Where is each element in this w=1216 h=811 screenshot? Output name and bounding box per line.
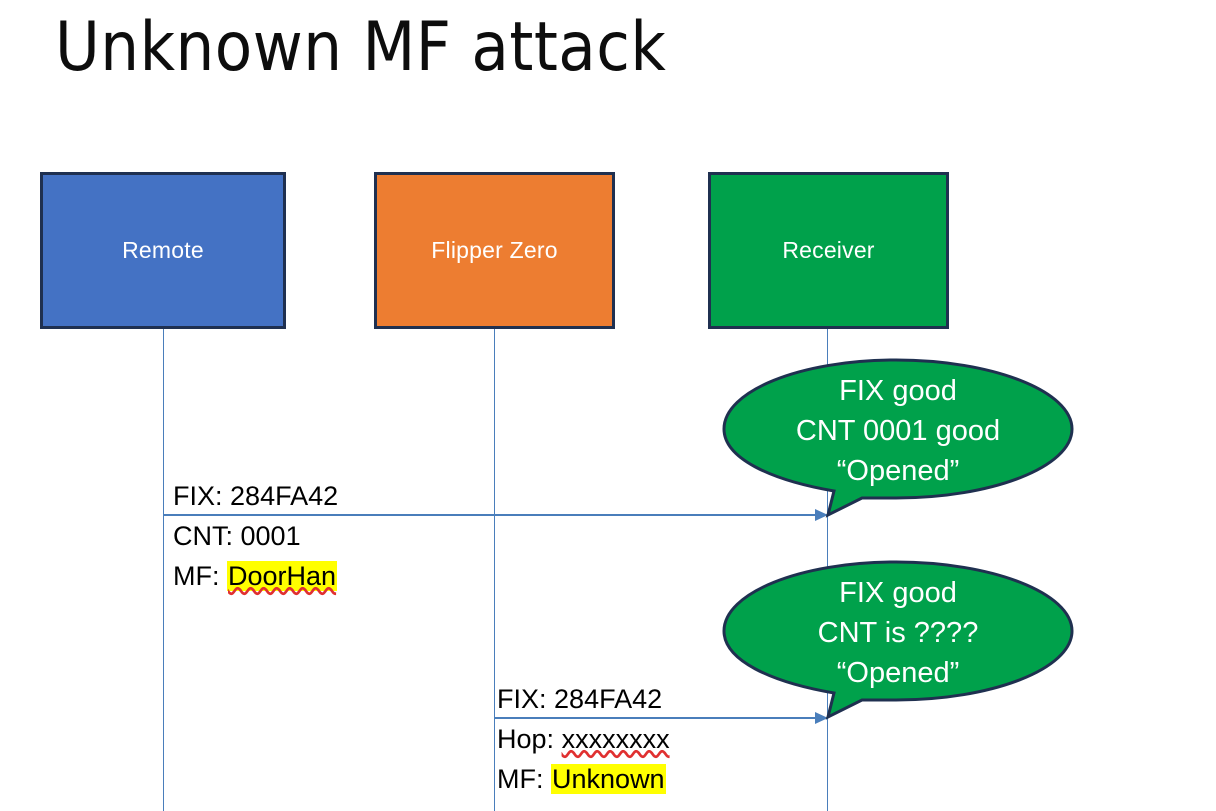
actor-label-flipper: Flipper Zero [431, 237, 558, 263]
message-label-1: FIX: 284FA42 CNT: 0001 MF: DoorHan [173, 476, 338, 596]
message-1-line-3: MF: DoorHan [173, 561, 338, 591]
message-2-line-3: MF: Unknown [497, 764, 666, 794]
actor-label-remote: Remote [122, 237, 204, 263]
spellchecked-value-hop: xxxxxxxx [561, 724, 670, 754]
message-2-line-1: FIX: 284FA42 [497, 684, 663, 714]
lifeline-remote [163, 329, 164, 811]
callout-bubble-receiver-2[interactable]: FIX good CNT is ???? “Opened” [722, 560, 1074, 722]
message-2-line-2: Hop: xxxxxxxx [497, 724, 670, 754]
highlighted-value-doorhan: DoorHan [227, 561, 338, 591]
message-arrow-remote-to-receiver [163, 509, 828, 521]
arrow-head-icon [815, 712, 828, 724]
message-arrow-flipper-to-receiver [494, 712, 828, 724]
page-title: Unknown MF attack [55, 8, 667, 87]
message-1-line-2: CNT: 0001 [173, 521, 301, 551]
actor-box-remote[interactable]: Remote [40, 172, 286, 329]
highlighted-value-unknown: Unknown [551, 764, 666, 794]
actor-box-flipper[interactable]: Flipper Zero [374, 172, 615, 329]
callout-shape-2 [722, 560, 1074, 720]
message-label-2: FIX: 284FA42 Hop: xxxxxxxx MF: Unknown [497, 679, 670, 799]
lifeline-flipper [494, 329, 495, 811]
arrow-head-icon [815, 509, 828, 521]
actor-label-receiver: Receiver [782, 237, 875, 263]
callout-bubble-receiver-1[interactable]: FIX good CNT 0001 good “Opened” [722, 358, 1074, 520]
callout-shape-1 [722, 358, 1074, 518]
actor-box-receiver[interactable]: Receiver [708, 172, 949, 329]
message-1-line-1: FIX: 284FA42 [173, 481, 339, 511]
